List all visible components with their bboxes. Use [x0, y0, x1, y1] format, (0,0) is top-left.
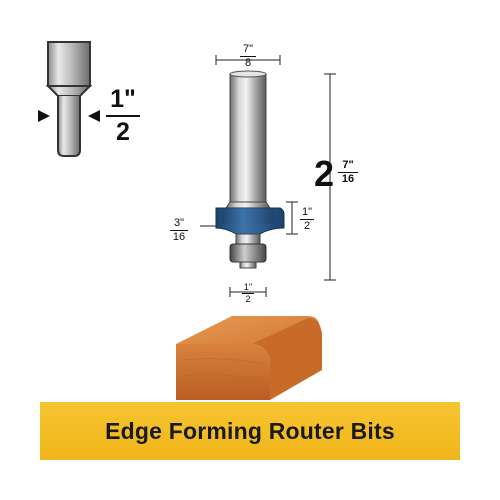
radius-numerator: 3": [173, 217, 185, 229]
arrow-right-icon: [38, 110, 50, 122]
cut-height-label: 1" 2: [300, 207, 314, 232]
bearing-width-label: 1" 2: [242, 283, 254, 304]
cut-height-numerator: 1": [301, 206, 313, 218]
fraction-bar: [106, 115, 140, 117]
fraction-bar: [300, 219, 314, 220]
shank-size-label: 1" 2: [106, 87, 140, 145]
bearing-width-denominator: 2: [245, 294, 251, 304]
cut-height-denominator: 2: [303, 220, 311, 232]
top-width-label: 7" 8: [240, 44, 256, 69]
overall-length-fraction: 7" 16: [338, 160, 358, 185]
fraction-bar: [170, 230, 188, 231]
fraction-bar: [240, 56, 256, 57]
router-bit-image: [200, 55, 336, 297]
title-banner: [40, 402, 460, 460]
shank-size-numerator: 1": [110, 85, 136, 113]
banner-title: Edge Forming Router Bits: [105, 418, 395, 444]
shank-size-denominator: 2: [116, 118, 130, 146]
top-width-denominator: 8: [244, 57, 252, 69]
radius-label: 3" 16: [170, 218, 188, 243]
shank-diameter-icon: [38, 41, 100, 157]
bearing-width-numerator: 1": [243, 282, 253, 292]
overall-length-whole: 2: [314, 153, 335, 194]
overall-length-numerator: 7": [342, 159, 354, 171]
top-width-numerator: 7": [242, 43, 254, 55]
overall-length-denominator: 16: [341, 173, 355, 185]
wood-profile-image: [176, 316, 322, 400]
radius-denominator: 16: [172, 231, 186, 243]
fraction-bar: [242, 293, 254, 294]
fraction-bar: [338, 172, 358, 173]
arrow-left-icon: [88, 110, 100, 122]
